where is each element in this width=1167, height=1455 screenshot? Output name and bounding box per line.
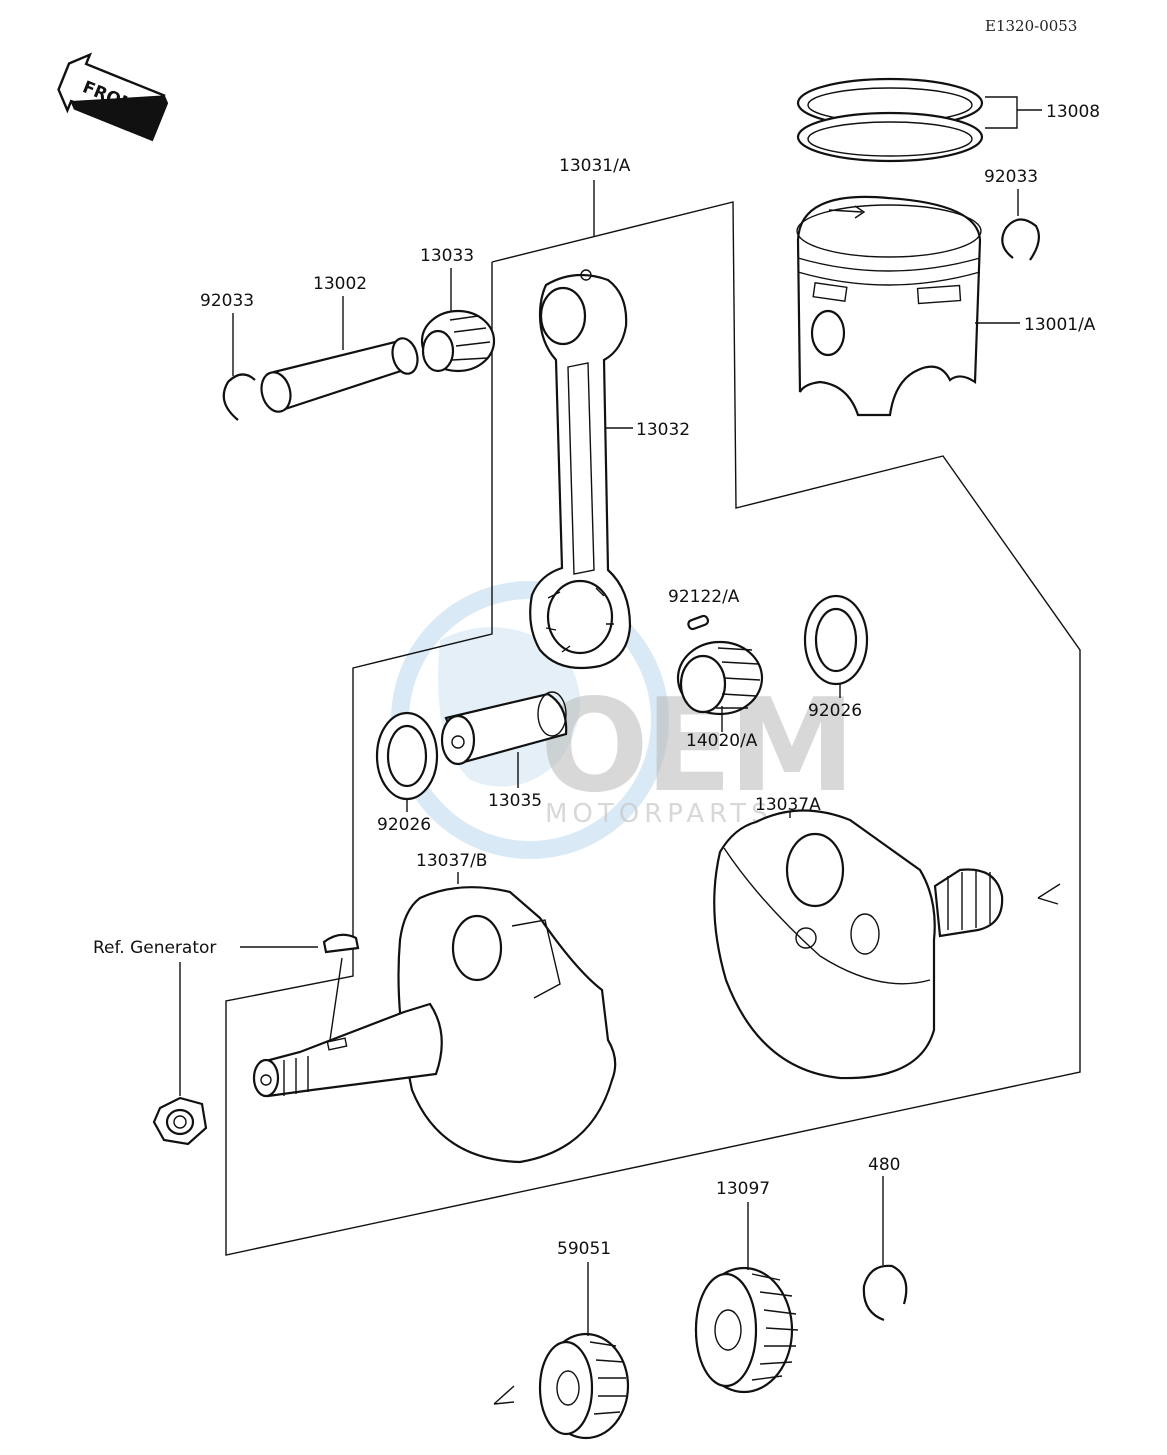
part-label-13037B: 13037/B (416, 851, 487, 871)
leader-13008 (985, 96, 1018, 129)
connecting-rod (529, 269, 632, 670)
circlip-left-icon (222, 373, 256, 421)
part-label-13097: 13097 (716, 1179, 770, 1199)
diagram-code: E1320-0053 (985, 17, 1077, 35)
crank-pin (440, 691, 568, 766)
part-label-13032: 13032 (636, 420, 690, 440)
nut-icon (152, 1096, 208, 1146)
part-label-92026-right: 92026 (808, 701, 862, 721)
thrust-washer-right (803, 594, 869, 686)
part-label-92026-left: 92026 (377, 815, 431, 835)
part-label-13033: 13033 (420, 246, 474, 266)
watermark-subtitle: MOTORPARTS (545, 799, 773, 829)
assembly-frame (225, 201, 1081, 1256)
part-label-13002: 13002 (313, 274, 367, 294)
part-label-13031A: 13031/A (559, 156, 631, 176)
part-label-13037A: 13037A (755, 795, 821, 815)
woodruff-key-icon (322, 933, 360, 954)
crankshaft-half-left (252, 886, 617, 1164)
dowel-pin-icon (687, 614, 710, 631)
part-label-92033-top: 92033 (984, 167, 1038, 187)
part-label-13008: 13008 (1046, 102, 1100, 122)
front-arrow-icon: FRONT (57, 52, 169, 142)
part-label-480: 480 (868, 1155, 900, 1175)
gear-small (538, 1332, 630, 1440)
crankshaft-half-right (713, 809, 1004, 1080)
part-label-92122A: 92122/A (668, 587, 740, 607)
piston-rings (796, 77, 984, 163)
piston (796, 195, 982, 417)
thrust-washer-left (375, 711, 439, 801)
part-label-59051: 59051 (557, 1239, 611, 1259)
gear-large (694, 1266, 799, 1394)
part-label-14020A: 14020/A (686, 731, 758, 751)
ref-generator-label: Ref. Generator (93, 938, 216, 958)
piston-pin (260, 337, 419, 413)
circlip-icon (1001, 218, 1041, 261)
needle-bearing-small (420, 309, 496, 373)
snap-ring-icon (862, 1264, 908, 1322)
part-label-13035: 13035 (488, 791, 542, 811)
part-label-92033-left: 92033 (200, 291, 254, 311)
part-label-13001A: 13001/A (1024, 315, 1096, 335)
needle-bearing-large (676, 640, 764, 716)
